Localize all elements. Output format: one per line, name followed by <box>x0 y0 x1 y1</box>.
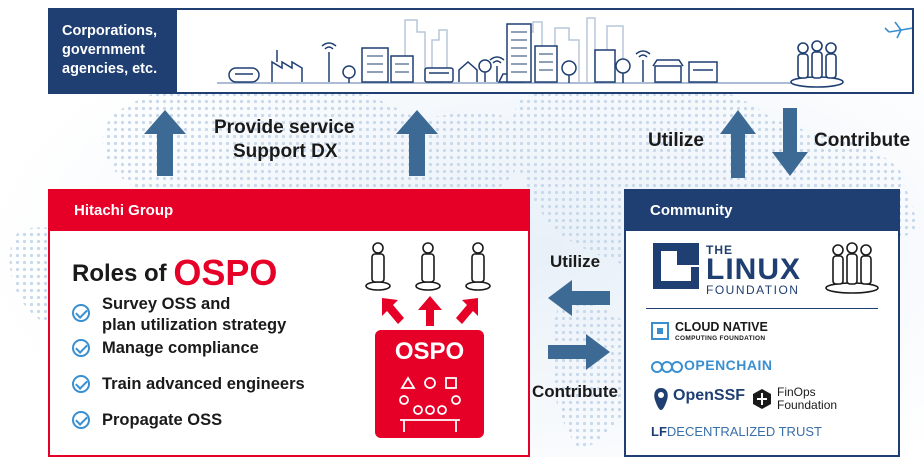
finops-line1: FinOps <box>777 385 816 399</box>
up-arrow-left <box>144 110 186 176</box>
lf-decentralized-rest: DECENTRALIZED TRUST <box>666 424 822 439</box>
ospo-output-arrows <box>382 296 478 326</box>
utilize-top-label: Utilize <box>648 130 704 151</box>
roles-title-prefix: Roles of <box>72 260 174 287</box>
meeting-icon <box>399 376 461 432</box>
role-text: Manage compliance <box>102 339 259 357</box>
lf-decentralized-trust-logo: LFDECENTRALIZED TRUST <box>651 424 822 439</box>
corporations-label-line: Corporations, <box>62 23 158 39</box>
openssf-logo-text: OpenSSF <box>673 387 746 404</box>
support-dx-label: Support DX <box>233 141 338 162</box>
lf-decentralized-lf: LF <box>651 424 667 439</box>
up-arrow-right <box>396 110 438 176</box>
city-skyline-illustration <box>217 17 912 88</box>
person-group-icon <box>790 40 844 88</box>
role-text: plan utilization strategy <box>102 316 287 334</box>
hitachi-group-header: Hitachi Group <box>50 191 528 231</box>
contribute-mid-label: Contribute <box>532 382 618 401</box>
contribute-down-arrow <box>772 108 808 176</box>
person-icon <box>415 242 441 291</box>
ospo-badge-label: OSPO <box>394 338 465 365</box>
corporations-label: Corporations, government agencies, etc. <box>50 10 177 92</box>
finops-logo-mark <box>753 389 771 409</box>
checkmark-circle-icon <box>72 339 90 357</box>
openssf-logo-mark <box>654 388 668 410</box>
roles-title-highlight: OSPO <box>173 252 278 293</box>
corporations-label-line: agencies, etc. <box>62 61 158 77</box>
cncf-line1: CLOUD NATIVE <box>675 320 768 334</box>
linux-foundation-linux: LINUX <box>706 253 801 286</box>
corporations-label-line: government <box>62 42 145 58</box>
finops-line2: Foundation <box>777 398 838 412</box>
openchain-logo-mark <box>651 361 683 373</box>
roles-of-ospo-title: Roles of OSPO <box>72 252 277 294</box>
checkmark-circle-icon <box>72 375 90 393</box>
cncf-line2: COMPUTING FOUNDATION <box>675 335 766 342</box>
linux-foundation-the: THE <box>706 243 733 257</box>
ospo-badge: OSPO <box>375 330 484 438</box>
utilize-mid-label: Utilize <box>550 252 601 271</box>
person-group-icon <box>825 242 879 294</box>
contribute-top-label: Contribute <box>814 130 911 151</box>
user-people-icons <box>365 242 491 291</box>
community-panel: Community <box>624 189 900 457</box>
community-divider <box>646 308 878 309</box>
checkmark-circle-icon <box>72 304 90 322</box>
openchain-logo-text: OPENCHAIN <box>684 357 773 373</box>
person-icon <box>465 242 491 291</box>
cncf-logo-mark <box>651 322 669 340</box>
role-text: Propagate OSS <box>102 411 223 429</box>
contribute-right-arrow <box>548 334 610 370</box>
community-header: Community <box>626 191 898 231</box>
airplane-icon <box>884 21 912 39</box>
corporations-banner: Corporations, government agencies, etc. <box>48 8 914 94</box>
checkmark-circle-icon <box>72 411 90 429</box>
person-icon <box>365 242 391 291</box>
provide-service-label: Provide service <box>214 117 355 138</box>
role-text: Train advanced engineers <box>102 375 305 393</box>
utilize-up-arrow <box>720 110 756 178</box>
role-text: Survey OSS and <box>102 295 231 313</box>
utilize-left-arrow <box>548 280 610 316</box>
linux-foundation-logo-mark <box>653 243 699 289</box>
linux-foundation-foundation: FOUNDATION <box>706 283 800 297</box>
